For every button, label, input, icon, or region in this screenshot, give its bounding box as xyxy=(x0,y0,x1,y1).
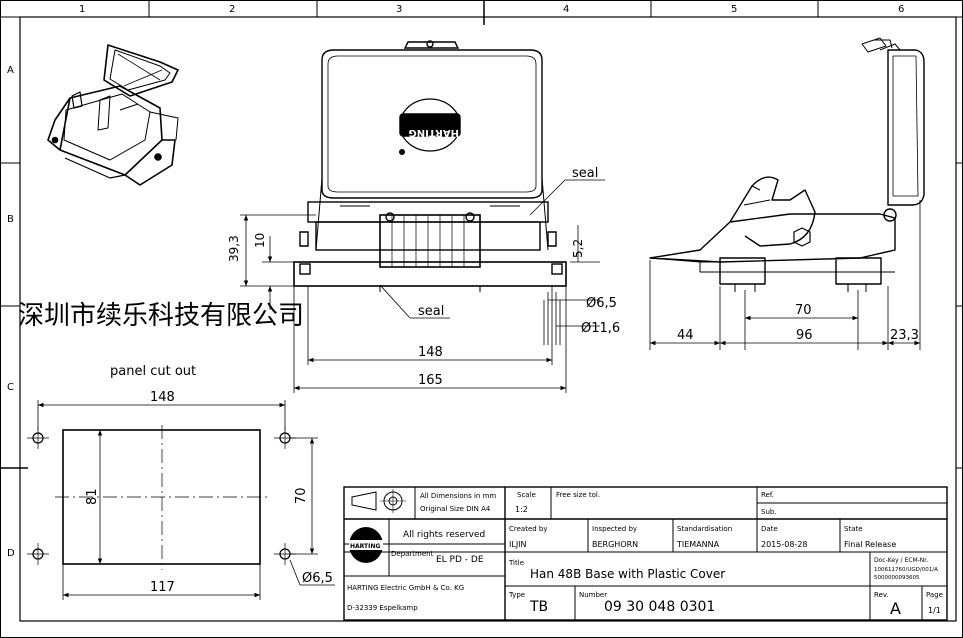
tb-note: Original Size DIN A4 xyxy=(420,505,491,513)
dimension-label: 165 xyxy=(418,373,443,388)
logo-text: HARTING xyxy=(409,127,459,138)
tb-value: EL PD - DE xyxy=(436,555,484,565)
dimension-label: 117 xyxy=(150,580,175,595)
dimension-label: 23,3 xyxy=(890,328,919,343)
tb-value: ILJIN xyxy=(509,540,527,549)
tb-label: Number xyxy=(579,591,607,599)
tb-label: Title xyxy=(508,559,524,567)
tb-note: All Dimensions in mm xyxy=(420,492,496,500)
dimension-label: 70 xyxy=(795,303,812,318)
column-label: 5 xyxy=(731,4,737,15)
tb-value: TIEMANNA xyxy=(676,540,720,549)
dimension-label: 96 xyxy=(796,328,813,343)
tb-value: HARTING Electric GmbH & Co. KG xyxy=(347,584,464,592)
front-view xyxy=(293,40,567,292)
tb-value: D-32339 Espelkamp xyxy=(347,604,418,612)
tb-value: 1:2 xyxy=(515,505,528,514)
drawing-title: Han 48B Base with Plastic Cover xyxy=(530,567,725,581)
dimension-label: 148 xyxy=(418,345,443,360)
row-label: C xyxy=(7,382,14,393)
document-number: 09 30 048 0301 xyxy=(604,599,715,615)
tb-value: 100611760/UGD/001/A xyxy=(874,567,938,573)
column-label: 4 xyxy=(563,4,569,15)
tb-value: All rights reserved xyxy=(403,530,485,540)
dimension-label: 148 xyxy=(150,390,175,405)
dimension-label: Ø6,5 xyxy=(302,571,333,586)
front-labels: seal seal 39,3 10 5,2 Ø6,5 Ø11,6 148 165… xyxy=(227,127,620,388)
tb-value: 2015-08-28 xyxy=(761,540,808,549)
row-label: B xyxy=(7,214,14,225)
tb-label: Doc-Key / ECM-Nr. xyxy=(874,557,928,564)
seal-label: seal xyxy=(572,166,598,181)
column-label: 6 xyxy=(898,4,904,15)
isometric-view xyxy=(47,44,179,186)
tb-label: Ref. xyxy=(761,491,774,499)
dimension-label: 39,3 xyxy=(227,235,241,262)
panel-cutout-title: panel cut out xyxy=(110,364,196,379)
front-dimensions xyxy=(240,179,605,393)
title-block-text: All Dimensions in mm Original Size DIN A… xyxy=(347,491,943,618)
column-label: 2 xyxy=(229,4,235,15)
dimension-label: 5,2 xyxy=(571,239,585,258)
tb-label: Page xyxy=(926,591,943,599)
tb-value: Final Release xyxy=(844,540,896,549)
tb-label: Free size tol. xyxy=(556,491,600,499)
seal-label: seal xyxy=(418,304,444,319)
logo-text: HARTING xyxy=(350,543,380,550)
dimension-label: 81 xyxy=(85,488,100,505)
frame-labels: 1 2 3 4 5 6 A B C D xyxy=(7,4,904,559)
tb-label: Department xyxy=(391,550,434,558)
tb-label: State xyxy=(844,525,863,533)
tb-value: A xyxy=(890,599,901,618)
tb-label: Sub. xyxy=(761,508,777,516)
tb-label: Scale xyxy=(517,491,536,499)
dimension-label: 70 xyxy=(294,487,309,504)
tb-value: TB xyxy=(529,599,548,615)
dimension-label: 10 xyxy=(253,233,267,248)
column-label: 1 xyxy=(79,4,85,15)
tb-label: Created by xyxy=(509,525,548,533)
tb-value: 1/1 xyxy=(928,606,941,615)
watermark-text: 深圳市续乐科技有限公司 xyxy=(18,301,304,331)
tb-value: 5000000093605 xyxy=(874,575,920,581)
tb-label: Inspected by xyxy=(592,525,637,533)
panel-dimensions xyxy=(37,400,335,600)
side-dimensions xyxy=(649,200,921,350)
side-labels: 70 44 96 23,3 xyxy=(677,303,919,343)
tb-label: Type xyxy=(508,591,525,599)
row-label: A xyxy=(7,65,14,76)
tb-label: Date xyxy=(761,525,778,533)
dimension-label: Ø11,6 xyxy=(581,321,620,336)
side-view xyxy=(649,37,925,292)
column-label: 3 xyxy=(396,4,402,15)
harting-logo-icon: HARTING xyxy=(349,527,383,563)
tb-value: BERGHORN xyxy=(592,540,638,549)
tb-label: Rev. xyxy=(874,591,889,599)
dimension-label: 44 xyxy=(677,328,694,343)
dimension-label: Ø6,5 xyxy=(586,296,617,311)
tb-label: Standardisation xyxy=(677,525,732,533)
panel-labels: panel cut out 148 81 70 117 Ø6,5 xyxy=(85,364,333,595)
panel-cutout-view xyxy=(27,425,296,570)
row-label: D xyxy=(7,548,15,559)
projection-symbol-icon xyxy=(351,489,406,513)
